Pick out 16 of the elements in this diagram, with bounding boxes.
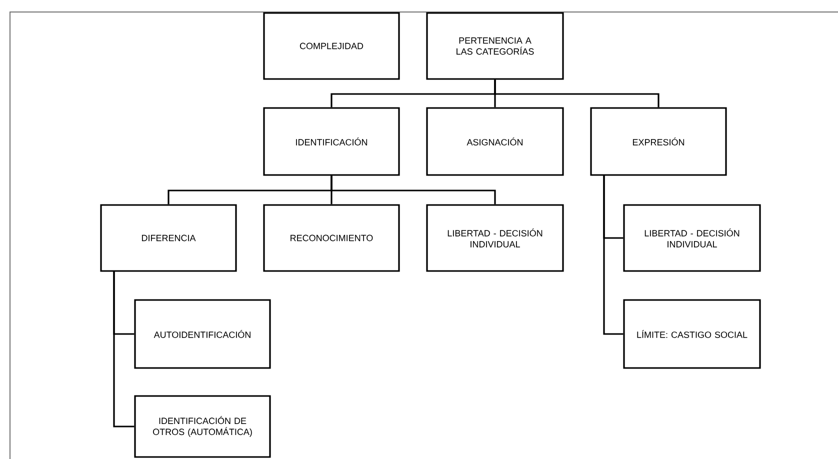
concept-box: ASIGNACIÓN xyxy=(426,107,564,176)
concept-box: LIBERTAD - DECISIÓN INDIVIDUAL xyxy=(426,204,564,272)
concept-box: IDENTIFICACIÓN xyxy=(263,107,400,176)
concept-box: IDENTIFICACIÓN DE OTROS (AUTOMÁTICA) xyxy=(134,395,271,458)
concept-box: RECONOCIMIENTO xyxy=(263,204,400,272)
concept-box: COMPLEJIDAD xyxy=(263,12,400,80)
connector-line xyxy=(494,80,660,108)
concept-box: LÍMITE: CASTIGO SOCIAL xyxy=(623,299,761,369)
concept-box: LIBERTAD - DECISIÓN INDIVIDUAL xyxy=(623,204,761,272)
concept-box: EXPRESIÓN xyxy=(590,107,727,176)
concept-box: AUTOIDENTIFICACIÓN xyxy=(134,299,271,369)
connector-line xyxy=(113,271,134,428)
connector-line xyxy=(603,175,624,335)
connector-line xyxy=(330,176,496,204)
concept-box: PERTENENCIA A LAS CATEGORÍAS xyxy=(426,12,564,80)
concept-box: DIFERENCIA xyxy=(100,204,237,272)
